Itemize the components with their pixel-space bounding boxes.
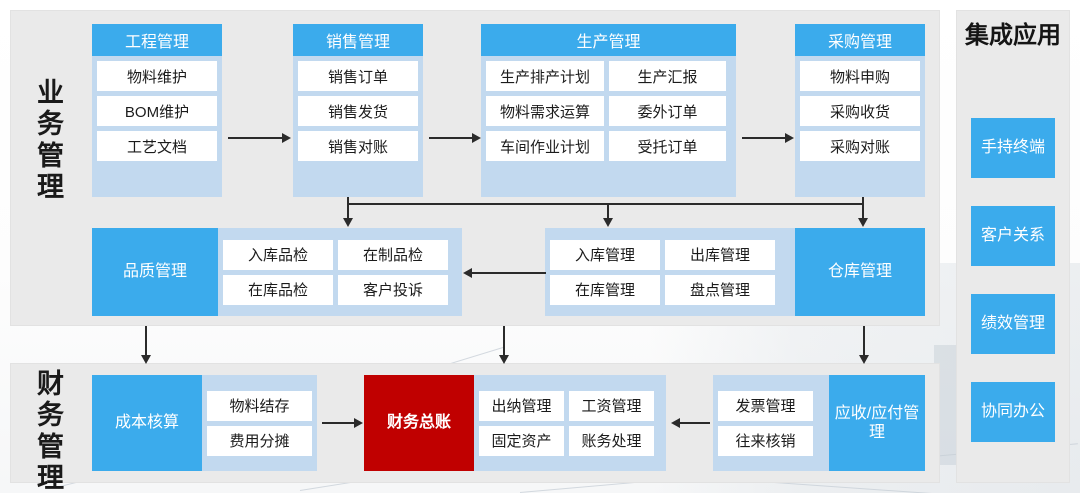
cell-workshop-plan[interactable]: 车间作业计划: [486, 131, 604, 161]
module-warehouse[interactable]: 入库管理 出库管理 在库管理 盘点管理 仓库管理: [545, 228, 925, 316]
module-ledger[interactable]: 财务总账 出纳管理 工资管理 固定资产 账务处理: [364, 375, 666, 471]
module-receivable-cells: 发票管理 往来核销: [713, 375, 829, 471]
module-production-title: 生产管理: [481, 24, 736, 56]
module-production[interactable]: 生产管理 生产排产计划 生产汇报 物料需求运算 委外订单 车间作业计划 受托订单: [481, 24, 736, 197]
module-purchase[interactable]: 采购管理 物料申购 采购收货 采购对账: [795, 24, 925, 197]
connector-warehouse-to-ledger: [503, 326, 505, 358]
connector-warehouse-to-quality: [472, 272, 546, 274]
module-receivable-payable[interactable]: 发票管理 往来核销 应收/应付管理: [713, 375, 925, 471]
cell-process-document[interactable]: 工艺文档: [97, 131, 217, 161]
finance-section-label: 财务管理: [37, 369, 65, 493]
module-warehouse-title: 仓库管理: [795, 228, 925, 316]
arrow-drop-purchase: [858, 218, 868, 227]
arrow-cost-to-ledger: [354, 418, 363, 428]
cell-material-balance[interactable]: 物料结存: [207, 390, 312, 421]
cell-instock-management[interactable]: 在库管理: [550, 274, 660, 305]
module-quality[interactable]: 品质管理 入库品检 在制品检 在库品检 客户投诉: [92, 228, 462, 316]
cell-fixed-assets[interactable]: 固定资产: [479, 425, 564, 456]
cell-purchase-receipt[interactable]: 采购收货: [800, 96, 920, 126]
cell-inbound-management[interactable]: 入库管理: [550, 239, 660, 270]
cell-stocktake-management[interactable]: 盘点管理: [665, 274, 775, 305]
connector-purchase-to-receivable: [863, 326, 865, 358]
connector-drop-sales: [347, 197, 349, 221]
connector-drop-purchase: [862, 197, 864, 221]
connector-drop-production: [607, 203, 609, 221]
module-ledger-cells: 出纳管理 工资管理 固定资产 账务处理: [474, 375, 666, 471]
module-sales[interactable]: 销售管理 销售订单 销售发货 销售对账: [293, 24, 423, 197]
module-sales-title: 销售管理: [293, 24, 423, 56]
cell-invoice-management[interactable]: 发票管理: [718, 390, 813, 421]
module-production-cells: 生产排产计划 生产汇报 物料需求运算 委外订单 车间作业计划 受托订单: [481, 56, 736, 166]
connector-bus-row1: [347, 203, 864, 205]
integrated-apps-title: 集成应用: [965, 22, 1061, 49]
connector-cost-to-ledger: [322, 422, 355, 424]
module-purchase-title: 采购管理: [795, 24, 925, 56]
cell-sales-reconcile[interactable]: 销售对账: [298, 131, 418, 161]
connector-receivable-to-ledger: [680, 422, 710, 424]
app-tile-performance[interactable]: 绩效管理: [971, 294, 1055, 354]
app-tile-handheld-terminal[interactable]: 手持终端: [971, 118, 1055, 178]
cell-outsourcing-order[interactable]: 委外订单: [609, 96, 726, 126]
arrow-quality-to-cost: [141, 355, 151, 364]
arrow-receivable-to-ledger: [671, 418, 680, 428]
cell-entrusted-order[interactable]: 受托订单: [609, 131, 726, 161]
cell-bom-maintenance[interactable]: BOM维护: [97, 96, 217, 126]
cell-customer-complaint[interactable]: 客户投诉: [338, 274, 448, 305]
cell-cashier-management[interactable]: 出纳管理: [479, 390, 564, 421]
module-purchase-cells: 物料申购 采购收货 采购对账: [795, 56, 925, 166]
cell-sales-delivery[interactable]: 销售发货: [298, 96, 418, 126]
app-tile-customer-relations[interactable]: 客户关系: [971, 206, 1055, 266]
connector-sales-to-production: [429, 137, 473, 139]
module-cost-title: 成本核算: [92, 375, 202, 471]
module-receivable-title: 应收/应付管理: [829, 375, 925, 471]
cell-expense-allocation[interactable]: 费用分摊: [207, 425, 312, 456]
cell-purchase-reconcile[interactable]: 采购对账: [800, 131, 920, 161]
module-cost[interactable]: 成本核算 物料结存 费用分摊: [92, 375, 317, 471]
business-section-label: 业务管理: [37, 78, 65, 202]
connector-quality-to-cost: [145, 326, 147, 358]
arrow-engineering-to-sales: [282, 133, 291, 143]
cell-accounting-process[interactable]: 账务处理: [569, 425, 654, 456]
cell-instock-inspection[interactable]: 在库品检: [223, 274, 333, 305]
arrow-warehouse-to-quality: [463, 268, 472, 278]
module-quality-title: 品质管理: [92, 228, 218, 316]
arrow-drop-production: [603, 218, 613, 227]
cell-payroll-management[interactable]: 工资管理: [569, 390, 654, 421]
cell-inbound-inspection[interactable]: 入库品检: [223, 239, 333, 270]
cell-material-requisition[interactable]: 物料申购: [800, 61, 920, 91]
connector-engineering-to-sales: [228, 137, 282, 139]
module-ledger-title: 财务总账: [364, 375, 474, 471]
arrow-drop-sales: [343, 218, 353, 227]
module-engineering-title: 工程管理: [92, 24, 222, 56]
cell-sales-order[interactable]: 销售订单: [298, 61, 418, 91]
module-cost-cells: 物料结存 费用分摊: [202, 375, 317, 471]
cell-material-maintenance[interactable]: 物料维护: [97, 61, 217, 91]
cell-settlement-writeoff[interactable]: 往来核销: [718, 425, 813, 456]
module-engineering[interactable]: 工程管理 物料维护 BOM维护 工艺文档: [92, 24, 222, 197]
arrow-production-to-purchase: [785, 133, 794, 143]
cell-mrp-calculation[interactable]: 物料需求运算: [486, 96, 604, 126]
cell-wip-inspection[interactable]: 在制品检: [338, 239, 448, 270]
module-engineering-cells: 物料维护 BOM维护 工艺文档: [92, 56, 222, 166]
module-sales-cells: 销售订单 销售发货 销售对账: [293, 56, 423, 166]
cell-production-schedule[interactable]: 生产排产计划: [486, 61, 604, 91]
cell-production-report[interactable]: 生产汇报: [609, 61, 726, 91]
arrow-warehouse-to-ledger: [499, 355, 509, 364]
arrow-sales-to-production: [472, 133, 481, 143]
connector-production-to-purchase: [742, 137, 786, 139]
cell-outbound-management[interactable]: 出库管理: [665, 239, 775, 270]
module-quality-cells: 入库品检 在制品检 在库品检 客户投诉: [218, 228, 462, 316]
app-tile-collaboration[interactable]: 协同办公: [971, 382, 1055, 442]
module-warehouse-cells: 入库管理 出库管理 在库管理 盘点管理: [545, 228, 795, 316]
arrow-purchase-to-receivable: [859, 355, 869, 364]
